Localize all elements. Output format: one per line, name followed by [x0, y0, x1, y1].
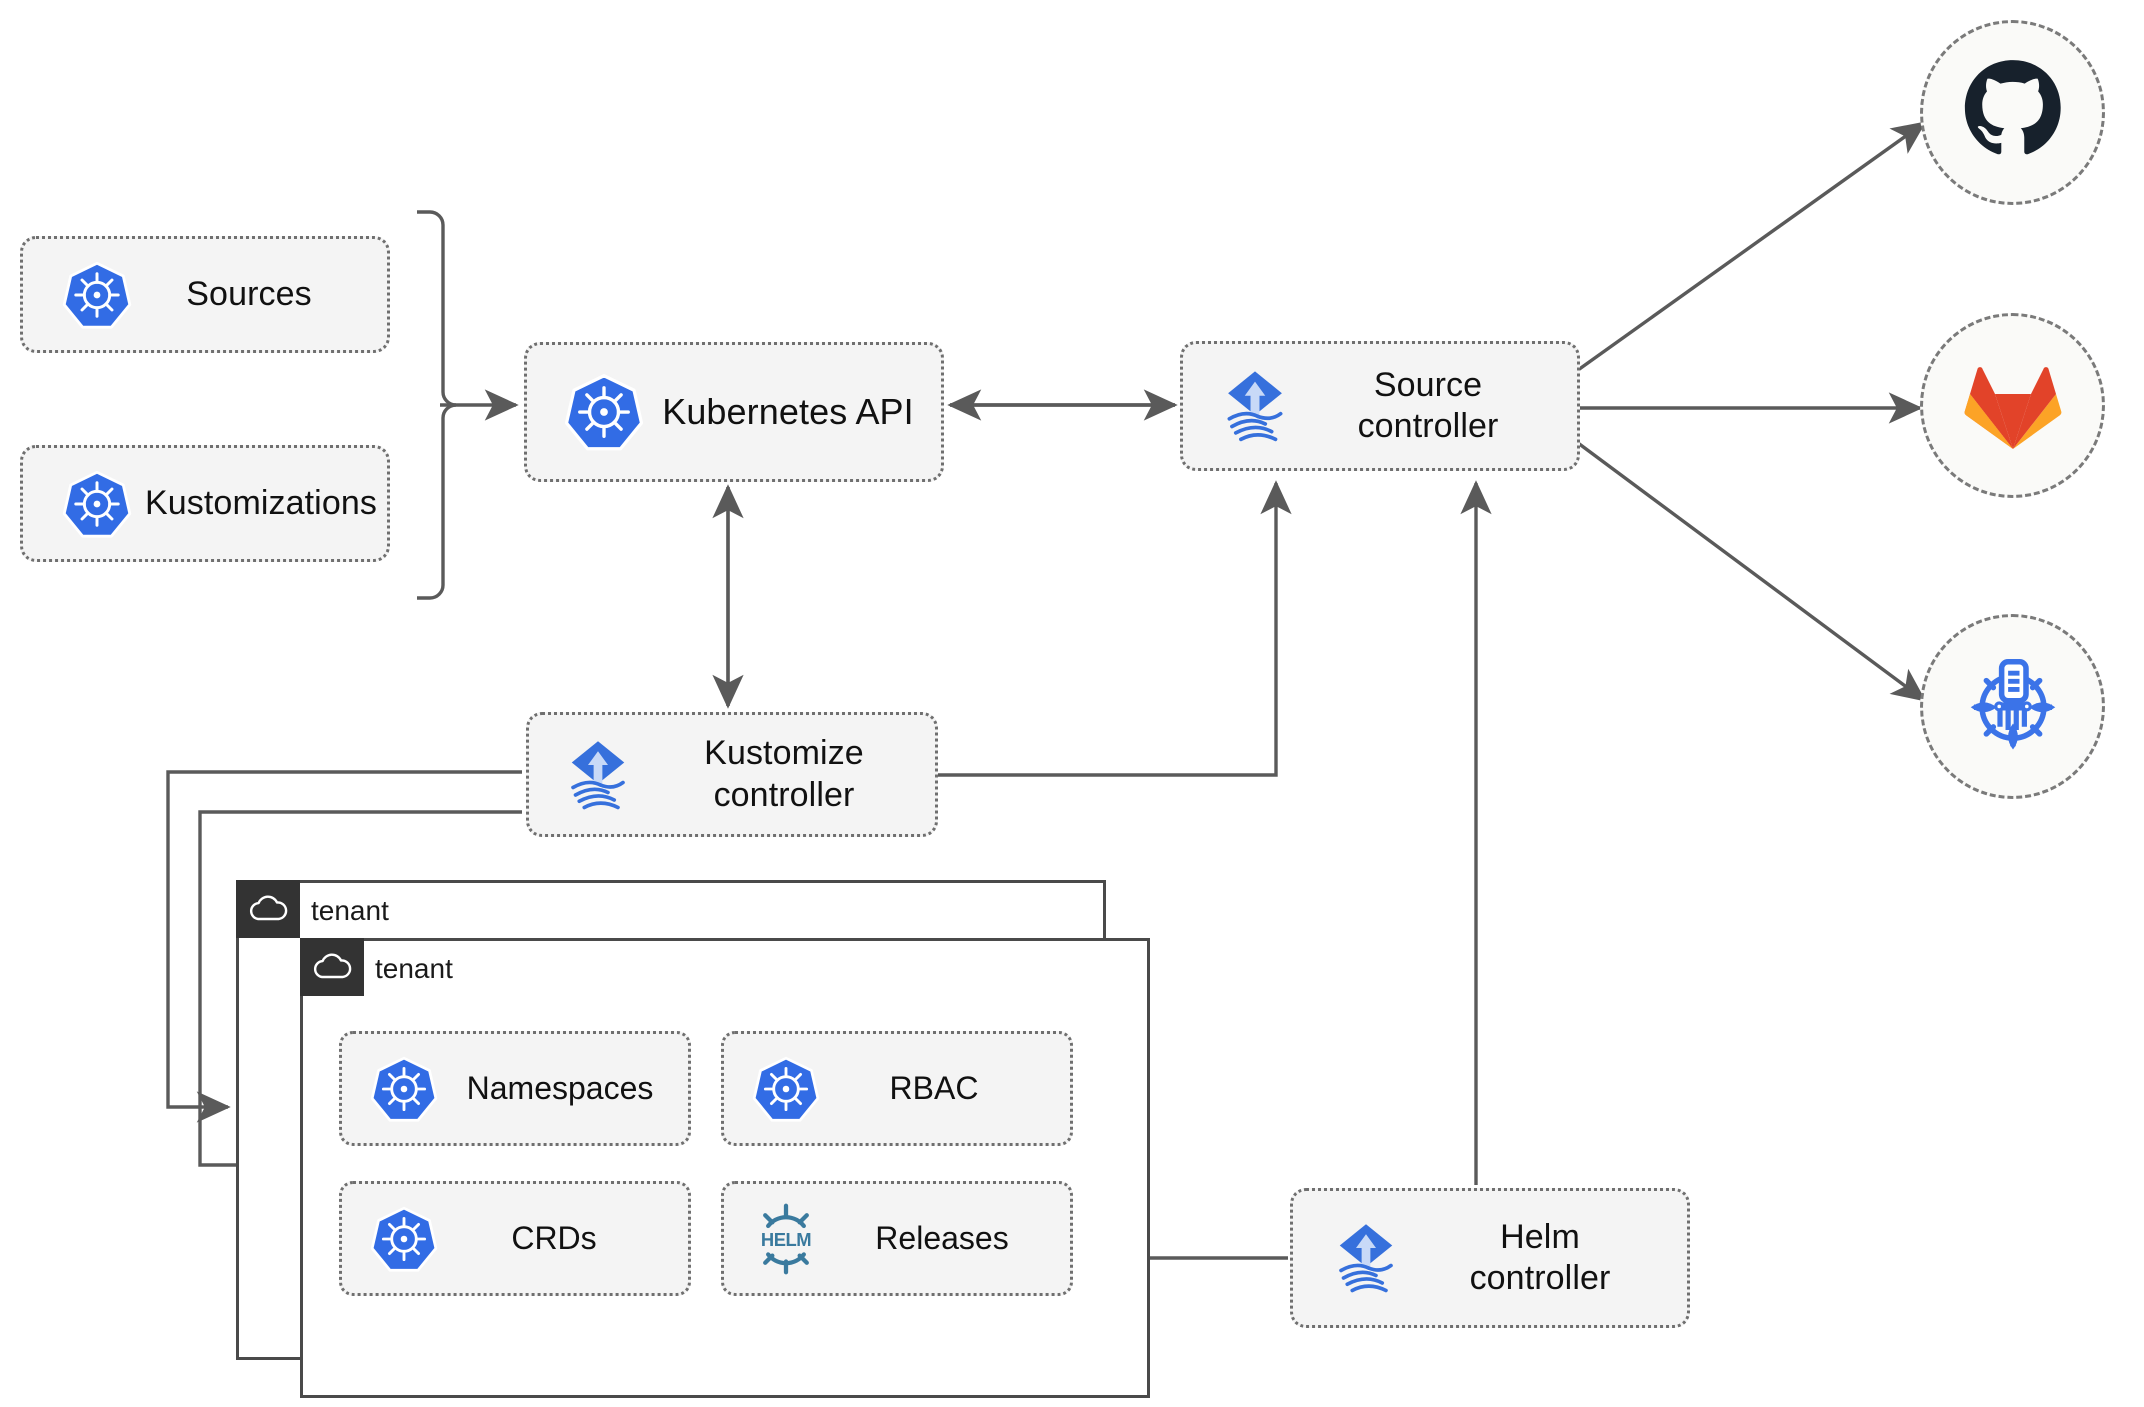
tenant-title: tenant [311, 895, 389, 926]
flux-icon [1201, 365, 1309, 447]
tenant-container-front[interactable]: tenant Namespaces [300, 938, 1150, 1398]
node-kustomize-controller[interactable]: Kustomize controller [526, 712, 938, 837]
node-source-controller[interactable]: Source controller [1180, 341, 1580, 471]
node-rbac[interactable]: RBAC [721, 1031, 1073, 1146]
node-label: Kustomize controller [704, 734, 864, 814]
node-label: Source controller [1357, 365, 1499, 445]
node-kubernetes-api[interactable]: Kubernetes API [524, 342, 944, 482]
bucket-icon [1961, 652, 2065, 761]
provider-gitlab[interactable] [1920, 313, 2105, 498]
node-helm-controller[interactable]: Helm controller [1290, 1188, 1690, 1328]
flux-icon [1313, 1218, 1419, 1298]
helm-icon: HELM [740, 1201, 832, 1277]
kubernetes-icon [358, 1055, 450, 1123]
cloud-icon [300, 938, 364, 996]
kubernetes-icon [49, 260, 145, 330]
node-label: Kubernetes API [662, 391, 914, 433]
tenant-title: tenant [375, 953, 453, 984]
kubernetes-icon [740, 1055, 832, 1123]
kubernetes-icon [358, 1205, 450, 1273]
node-label: Sources [186, 274, 312, 313]
gitlab-icon [1963, 355, 2063, 456]
kubernetes-icon [549, 372, 659, 452]
node-label: Releases [875, 1220, 1009, 1256]
svg-text:HELM: HELM [761, 1229, 811, 1250]
kubernetes-icon [49, 469, 145, 539]
node-label: Namespaces [466, 1070, 654, 1106]
node-kustomizations[interactable]: Kustomizations [20, 445, 390, 562]
cloud-icon [236, 880, 300, 938]
node-namespaces[interactable]: Namespaces [339, 1031, 691, 1146]
provider-bucket[interactable] [1920, 614, 2105, 799]
node-crds[interactable]: CRDs [339, 1181, 691, 1296]
github-icon [1961, 58, 2065, 167]
flux-icon [545, 735, 651, 815]
node-releases[interactable]: HELM Releases [721, 1181, 1073, 1296]
provider-github[interactable] [1920, 20, 2105, 205]
node-label: CRDs [511, 1220, 597, 1256]
node-label: Helm controller [1469, 1217, 1611, 1297]
node-label: RBAC [889, 1070, 979, 1106]
node-label: Kustomizations [145, 483, 377, 522]
node-sources[interactable]: Sources [20, 236, 390, 353]
